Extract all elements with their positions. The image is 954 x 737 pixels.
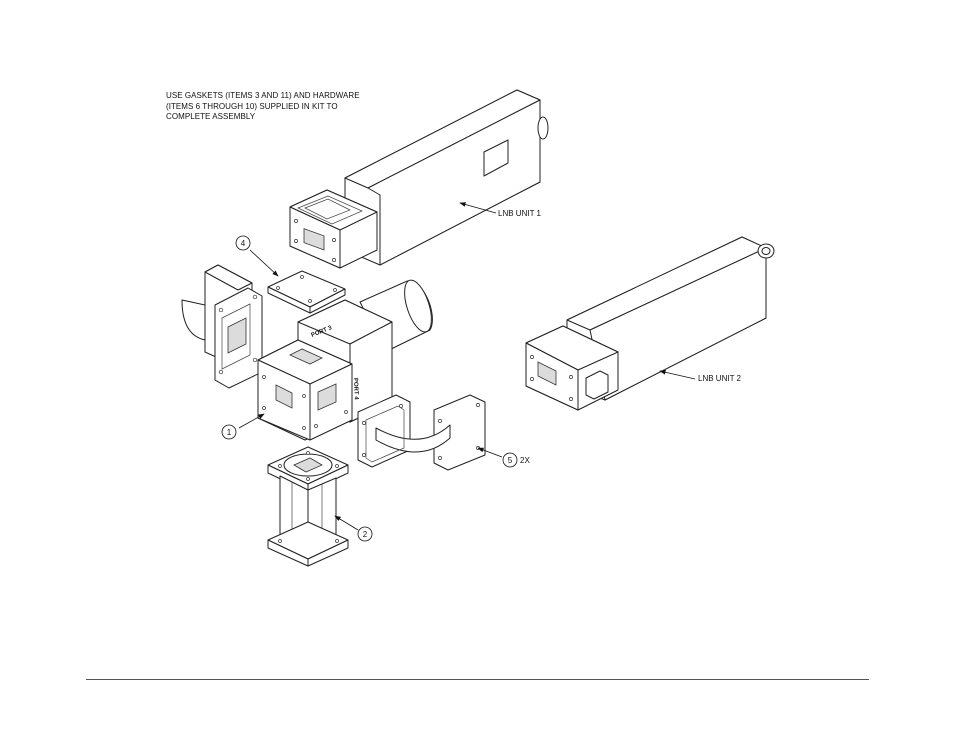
lnb-unit-2 (525, 236, 775, 411)
callout-leaders (238, 202, 696, 531)
balloon-4-text: 4 (241, 239, 246, 248)
lnb-unit-2-label: LNB UNIT 2 (698, 374, 742, 383)
balloon-2-text: 2 (363, 530, 368, 539)
gasket-item-4 (267, 270, 346, 314)
left-elbow-flange (181, 264, 263, 389)
port-4-label: PORT 4 (352, 378, 359, 401)
lnb-unit-1 (289, 89, 549, 269)
note-line-3: COMPLETE ASSEMBLY (166, 112, 256, 121)
balloon-item-2: 2 (357, 526, 373, 542)
balloon-5-qty: 2X (520, 456, 530, 465)
assembly-note: USE GASKETS (ITEMS 3 AND 11) AND HARDWAR… (166, 91, 396, 123)
main-switch-item-1: PORT 3 PORT 4 (257, 279, 433, 441)
footer-rule (86, 679, 869, 680)
balloon-item-4: 4 (235, 235, 251, 251)
note-line-1: USE GASKETS (ITEMS 3 AND 11) AND HARDWAR… (166, 91, 360, 100)
lnb-unit-1-label: LNB UNIT 1 (498, 209, 542, 218)
balloon-1-text: 1 (227, 428, 232, 437)
balloon-item-1: 1 (221, 424, 237, 440)
u-bend-item-5 (357, 394, 486, 471)
waveguide-item-2 (267, 446, 349, 567)
balloon-5-text: 5 (508, 456, 513, 465)
note-line-2: (ITEMS 6 THROUGH 10) SUPPLIED IN KIT TO (166, 101, 338, 111)
balloon-item-5: 5 2X (502, 452, 530, 468)
